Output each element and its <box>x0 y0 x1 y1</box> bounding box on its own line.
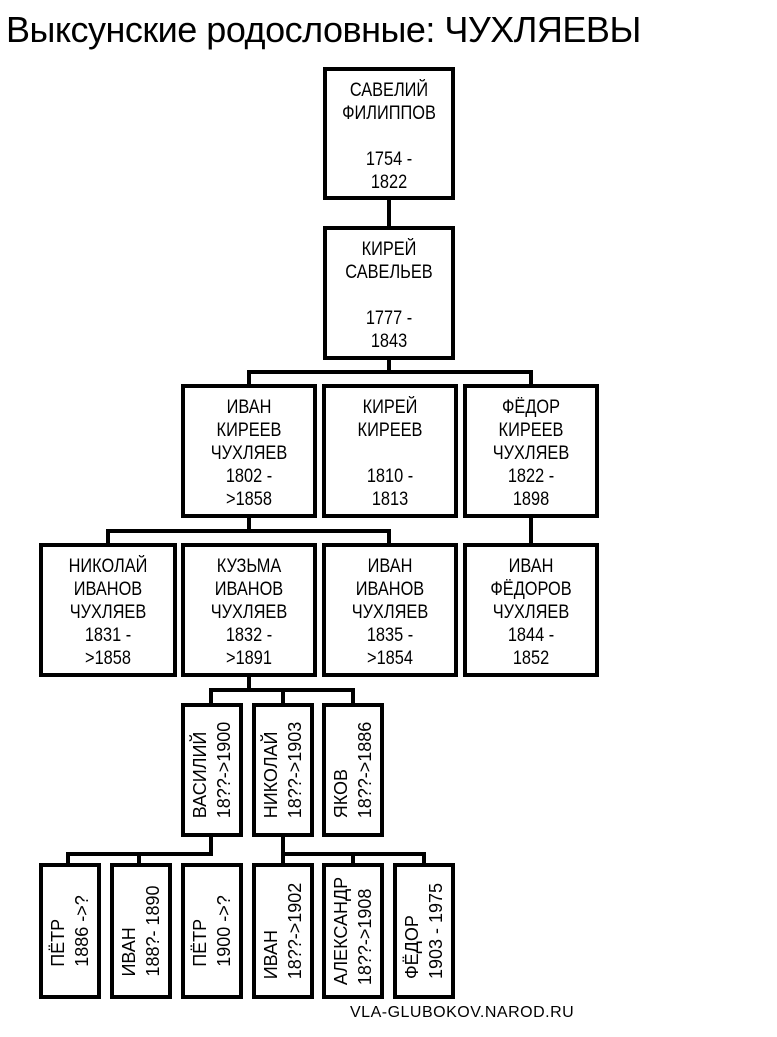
site-credit: VLA-GLUBOKOV.NAROD.RU <box>350 1004 575 1021</box>
person-dates-line: 1844 - <box>507 625 555 646</box>
person-name-line: НИКОЛАЙ <box>68 556 148 577</box>
person-dates-line: 1843 <box>370 331 408 352</box>
person-dates-line: 18??->1900 <box>214 721 234 819</box>
person-dates-line: 188?- 1890 <box>143 885 163 977</box>
person-dates-line: 1802 - <box>225 466 273 487</box>
person-name-line: ИВАН <box>261 929 281 980</box>
person-name-line: ИВАН <box>367 556 413 577</box>
person-name-line: ИВАНОВ <box>355 579 425 600</box>
person-name-line: КИРЕЕВ <box>498 420 564 441</box>
person-name-line: ИВАН <box>508 556 554 577</box>
person-name-line: ФЁДОР <box>402 915 422 980</box>
person-name-line: КИРЕЕВ <box>216 420 282 441</box>
person-name-line: КИРЕЙ <box>362 397 418 418</box>
person-dates-line: 1822 <box>370 172 408 193</box>
person-dates-line: >1891 <box>226 648 272 669</box>
person-dates-line: 18??->1902 <box>285 882 305 980</box>
person-name-line: САВЕЛЬЕВ <box>345 262 433 283</box>
person-name-line: ВАСИЛИЙ <box>190 731 210 819</box>
person-dates-line: >1858 <box>85 648 131 669</box>
person-dates-line: 1903 - 1975 <box>426 882 446 980</box>
person-dates-line: 1810 - <box>366 466 414 487</box>
person-dates-line: 1835 - <box>366 625 414 646</box>
person-dates-line: 18??->1903 <box>285 721 305 819</box>
person-name-line: ИВАНОВ <box>73 579 143 600</box>
person-dates-line: 1832 - <box>225 625 273 646</box>
person-name-line: КИРЕЕВ <box>357 420 423 441</box>
spacer <box>327 284 451 307</box>
person-name-line: КИРЕЙ <box>361 239 417 260</box>
person-dates-line: 1813 <box>371 489 409 510</box>
person-name-line: ИВАН <box>119 927 139 977</box>
person-name-line: ПЁТР <box>190 918 210 967</box>
person-dates-line: 1777 - <box>365 308 413 329</box>
person-name-line: ЧУХЛЯЕВ <box>492 602 570 623</box>
person-name-line: ЧУХЛЯЕВ <box>492 443 570 464</box>
person-dates-line: 1898 <box>512 489 550 510</box>
person-name-line: АЛЕКСАНДР <box>331 876 351 986</box>
person-name-line: НИКОЛАЙ <box>261 731 281 819</box>
person-dates-line: >1854 <box>367 648 413 669</box>
spacer <box>327 125 451 148</box>
person-dates-line: >1858 <box>226 489 272 510</box>
person-name-line: ФЁДОРОВ <box>490 579 572 600</box>
person-dates-line: 1900 ->? <box>214 895 234 967</box>
person-name-line: ФЁДОР <box>501 397 560 418</box>
person-dates-line: 1886 ->? <box>72 895 92 967</box>
person-dates-line: 1831 - <box>84 625 132 646</box>
person-name-line: ИВАН <box>226 397 272 418</box>
person-name-line: ЧУХЛЯЕВ <box>69 602 147 623</box>
person-name-line: САВЕЛИЙ <box>349 80 429 101</box>
person-dates-line: 1754 - <box>365 149 413 170</box>
person-dates-line: 18??->1886 <box>355 721 375 819</box>
person-name-line: ПЁТР <box>48 918 68 967</box>
person-name-line: ЧУХЛЯЕВ <box>210 443 288 464</box>
person-name-line: ИВАНОВ <box>214 579 284 600</box>
person-dates-line: 1822 - <box>507 466 555 487</box>
person-name-line: ФИЛИППОВ <box>342 103 436 124</box>
person-name-line: ЧУХЛЯЕВ <box>351 602 429 623</box>
spacer <box>326 442 454 465</box>
page-title: Выксунские родословные: ЧУХЛЯЕВЫ <box>6 9 641 50</box>
person-dates-line: 18??->1908 <box>355 888 375 986</box>
person-name-line: ЯКОВ <box>331 769 351 819</box>
person-name-line: КУЗЬМА <box>216 556 282 577</box>
person-dates-line: 1852 <box>512 648 550 669</box>
person-name-line: ЧУХЛЯЕВ <box>210 602 288 623</box>
